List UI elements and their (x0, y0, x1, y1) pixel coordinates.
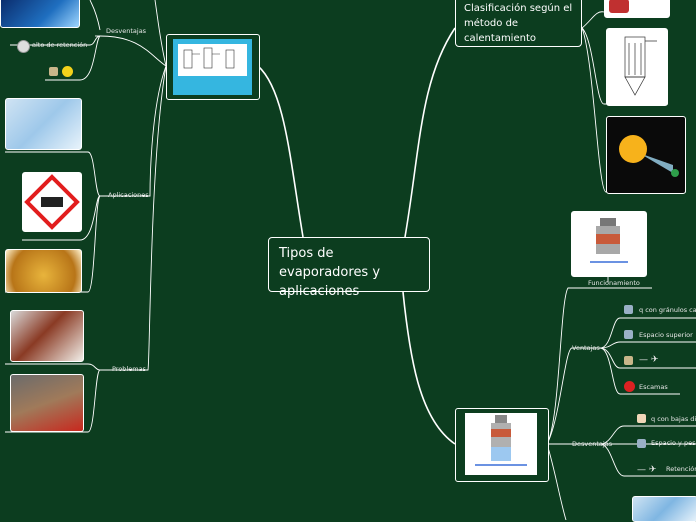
central-topic-title: Tipos de evaporadores y aplicaciones (279, 246, 380, 299)
problemas-label: Problemas (112, 365, 146, 373)
hazard-icon (23, 173, 81, 231)
diagram-sketch (178, 44, 247, 76)
ventajas-item-3: Escamas (639, 383, 668, 391)
top-left-image[interactable] (0, 0, 80, 28)
sun-icon (607, 117, 685, 193)
minus-arrow-icon: — ✈ (639, 355, 658, 365)
funcionamiento-image[interactable] (571, 211, 647, 277)
up-arrow-icon (624, 305, 633, 314)
left-diagram-thumbnail[interactable] (166, 34, 260, 100)
evaporator-column-icon (465, 413, 537, 475)
up-arrow-icon (637, 439, 646, 448)
desventajas-item-2: Espacio y peso (651, 439, 696, 447)
diagram-tile (173, 39, 252, 95)
funcionamiento-label: Funcionamiento (588, 279, 640, 287)
left-desventajas-label: Desventajas (106, 27, 146, 35)
bottom-right-thumbnail[interactable] (455, 408, 549, 482)
desventajas-item-3: Retención (666, 465, 696, 473)
aplicaciones-label: Aplicaciones (108, 191, 149, 199)
sun-image[interactable] (606, 116, 686, 194)
alto-retencion-label: alto de retención (32, 41, 87, 49)
honey-image[interactable] (5, 249, 82, 293)
corrosive-hazard-image[interactable] (22, 172, 82, 232)
top-right-image[interactable] (604, 0, 670, 18)
minus-arrow-icon: — ✈ (637, 465, 656, 475)
down-arrow-icon (624, 330, 633, 339)
bottom-right-image[interactable] (632, 496, 696, 522)
evaporator-schematic-image[interactable] (606, 28, 668, 106)
thumbs-down-icon (637, 414, 646, 423)
clock-icon (17, 40, 30, 53)
thumbnail-diagram (465, 413, 537, 475)
cleaning-image[interactable] (10, 374, 84, 432)
clasificacion-title: Clasificación según el método de calenta… (464, 3, 572, 44)
money-bag-icon (624, 356, 633, 365)
no-entry-icon (624, 381, 635, 392)
money-bag-icon (49, 67, 58, 76)
ventajas-label: Ventajas (572, 344, 600, 352)
ventajas-item-1: q con gránulos cambi (639, 306, 696, 314)
central-topic[interactable]: Tipos de evaporadores y aplicaciones (268, 237, 430, 292)
ice-image[interactable] (5, 98, 82, 150)
clasificacion-topic[interactable]: Clasificación según el método de calenta… (455, 0, 582, 47)
funcionamiento-diagram-icon (572, 212, 646, 276)
desventajas-item-1: q con bajas dife (651, 415, 696, 423)
ventajas-item-2: Espacio superior (639, 331, 693, 339)
schematic-icon (607, 29, 667, 105)
rust-pipe-image[interactable] (10, 310, 84, 362)
evaporator-sketch-icon (178, 44, 247, 76)
right-desventajas-label: Desventajas (572, 440, 612, 448)
device-photo (609, 0, 629, 13)
smiley-icon (62, 66, 73, 77)
